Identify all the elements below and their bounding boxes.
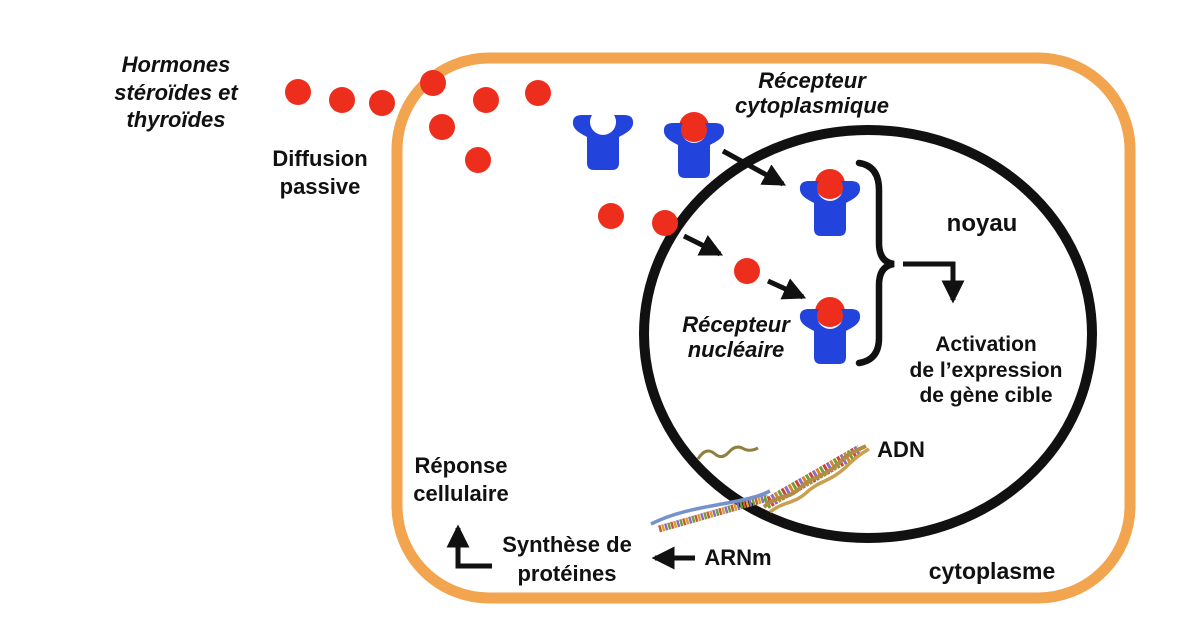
flow-arrows [446, 148, 965, 570]
dna-base-pairs-green [763, 445, 863, 509]
adn-label: ADN [877, 437, 925, 462]
hormones-label: Hormones stéroïdes et thyroïdes [114, 52, 238, 132]
dna-helix-rail-2 [768, 447, 870, 514]
arrow-brace-to-activation [903, 261, 965, 304]
mrna-bases-purple [658, 494, 769, 533]
receptors [572, 112, 861, 364]
recepteur-nucleaire-label: Récepteur nucléaire [682, 312, 790, 363]
arrow-hormone-into-nucleus [682, 233, 724, 257]
dna-tail-strand [696, 445, 759, 460]
hormone-molecule-crossing-nucleus [652, 210, 678, 236]
hormone-molecule [329, 87, 355, 113]
synthese-proteines-label: Synthèse de protéines [502, 532, 632, 586]
bound-hormone [679, 112, 709, 142]
bound-hormone [815, 169, 845, 199]
cytoplasmic-receptor-empty [572, 115, 634, 170]
hormone-molecule [429, 114, 455, 140]
hormone-molecule [734, 258, 760, 284]
arnm-label: ARNm [704, 545, 772, 570]
hormone-molecule [285, 79, 311, 105]
arrow-synthese-to-reponse [446, 524, 492, 569]
recepteur-cytoplasmique-label: Récepteur cytoplasmique [734, 68, 890, 118]
hormone-molecule [465, 147, 491, 173]
diffusion-passive-label: Diffusion passive [272, 146, 368, 199]
noyau-label: noyau [946, 210, 1018, 237]
dna-illustration [650, 444, 870, 533]
nucleus-outline [639, 125, 1097, 543]
hormone-molecule-crossing-membrane [420, 70, 446, 96]
cell-membrane-outline [391, 52, 1136, 604]
arrow-hormone-to-nuclear-receptor [766, 278, 807, 300]
mrna-strand [650, 489, 771, 526]
cytoplasme-label: cytoplasme [928, 558, 1056, 584]
hormone-molecule [369, 90, 395, 116]
hormone-molecule [598, 203, 624, 229]
hormone-molecule [473, 87, 499, 113]
hormone-molecule [525, 80, 551, 106]
bound-hormone [815, 297, 845, 327]
arrow-receptor-to-nucleus [721, 148, 787, 187]
hormone-molecules [285, 70, 760, 284]
dna-helix-rail-1 [762, 444, 867, 509]
receptors-brace [855, 159, 895, 367]
reponse-cellulaire-label: Réponse cellulaire [413, 453, 509, 506]
activation-label: Activation de l’expression de gène cible [909, 333, 1063, 408]
